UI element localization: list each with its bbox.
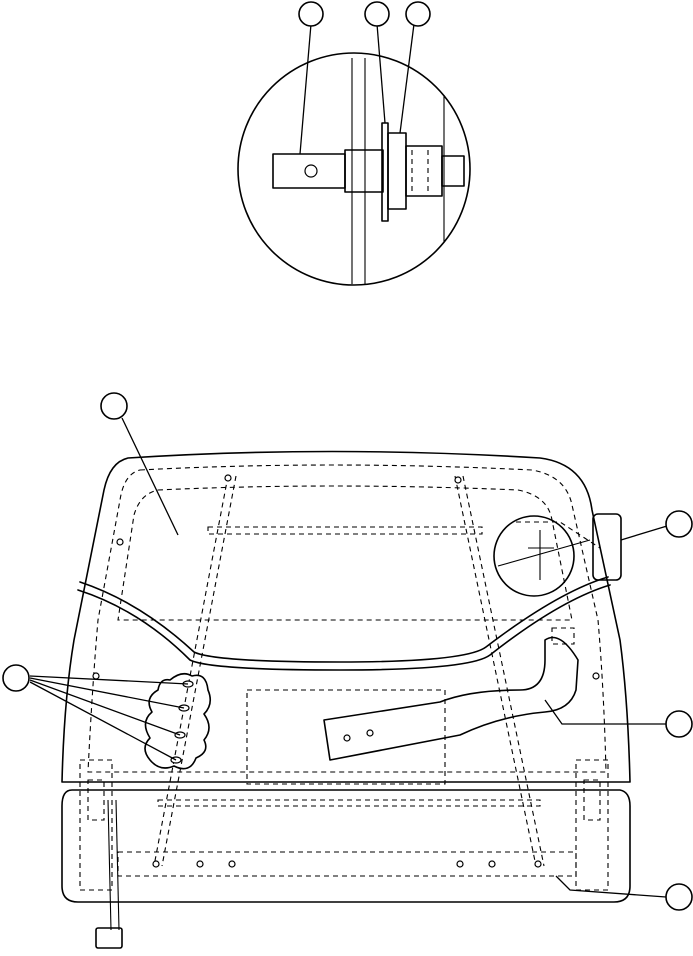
right-bracket bbox=[575, 759, 609, 891]
cushion-inner-panel bbox=[87, 464, 607, 773]
base-hole-3 bbox=[456, 860, 464, 868]
main-callout-leader-2d bbox=[29, 681, 177, 761]
main-callout-leader-2b bbox=[29, 677, 185, 709]
side-hole-right-1 bbox=[592, 672, 600, 680]
connector-wire-2 bbox=[115, 799, 120, 931]
left-bracket bbox=[79, 759, 113, 891]
detail-callout-2 bbox=[364, 1, 390, 27]
frame-rod-right bbox=[454, 475, 537, 867]
detail-callout-leader-2 bbox=[376, 23, 386, 124]
rod-end-hole-3 bbox=[152, 860, 160, 868]
rod-end-hole-1 bbox=[224, 474, 232, 482]
cushion-inner-panel-2 bbox=[117, 485, 573, 621]
frame-rod-left-2 bbox=[161, 475, 237, 867]
detail-nut bbox=[387, 132, 407, 210]
strap-hole-2 bbox=[366, 729, 374, 737]
main-callout-3 bbox=[665, 510, 693, 538]
cushion-top-outline bbox=[61, 450, 631, 783]
rod-end-hole-2 bbox=[454, 476, 462, 484]
detail-sleeve bbox=[344, 149, 384, 193]
main-callout-leader-4 bbox=[544, 699, 666, 725]
detail-callout-leader-1 bbox=[299, 23, 312, 155]
detail-view bbox=[237, 1, 471, 286]
detail-callout-1 bbox=[298, 1, 324, 27]
side-hole-left-2 bbox=[92, 672, 100, 680]
connector-wire-1 bbox=[107, 799, 112, 931]
switch-knob bbox=[592, 513, 622, 581]
main-callout-leader-3 bbox=[620, 525, 668, 541]
detail-callout-leader-3 bbox=[399, 23, 415, 134]
center-plate bbox=[246, 689, 446, 785]
switch-detail-line-1 bbox=[497, 539, 591, 567]
base-hole-1 bbox=[196, 860, 204, 868]
side-tab bbox=[551, 627, 575, 645]
main-callout-4 bbox=[665, 710, 693, 738]
detail-terminal-hole bbox=[304, 164, 318, 178]
seat-base-outline bbox=[61, 789, 631, 903]
cutaway-section bbox=[144, 672, 212, 770]
cushion-piping-seam-2 bbox=[79, 576, 609, 663]
main-callout-leader-2c bbox=[29, 679, 181, 736]
frame-rod-left bbox=[153, 475, 229, 867]
frame-rod-right-2 bbox=[462, 475, 545, 867]
detail-shaft-end bbox=[441, 155, 465, 187]
detail-magnifier-circle bbox=[237, 52, 471, 286]
switch-detail-location bbox=[493, 515, 575, 597]
harness-strap bbox=[323, 636, 579, 761]
base-hole-4 bbox=[488, 860, 496, 868]
main-callout-1 bbox=[100, 392, 128, 420]
switch-bracket bbox=[516, 521, 601, 549]
main-callout-leader-1 bbox=[121, 417, 179, 536]
cushion-piping-seam bbox=[77, 584, 611, 671]
strap-hole-1 bbox=[343, 734, 351, 742]
connector-plug bbox=[95, 927, 123, 949]
main-callout-leader-2a bbox=[29, 675, 189, 685]
detail-callout-3 bbox=[405, 1, 431, 27]
side-hole-left-1 bbox=[116, 538, 124, 546]
main-callout-2 bbox=[2, 664, 30, 692]
main-view bbox=[2, 392, 693, 949]
main-callout-leader-5 bbox=[555, 875, 667, 898]
detail-threaded-body bbox=[405, 145, 443, 197]
base-rail-back bbox=[157, 799, 541, 807]
rod-end-hole-4 bbox=[534, 860, 542, 868]
main-callout-5 bbox=[665, 883, 693, 911]
frame-crossbar-top bbox=[207, 526, 483, 535]
base-hole-2 bbox=[228, 860, 236, 868]
base-rail-front bbox=[117, 851, 577, 877]
